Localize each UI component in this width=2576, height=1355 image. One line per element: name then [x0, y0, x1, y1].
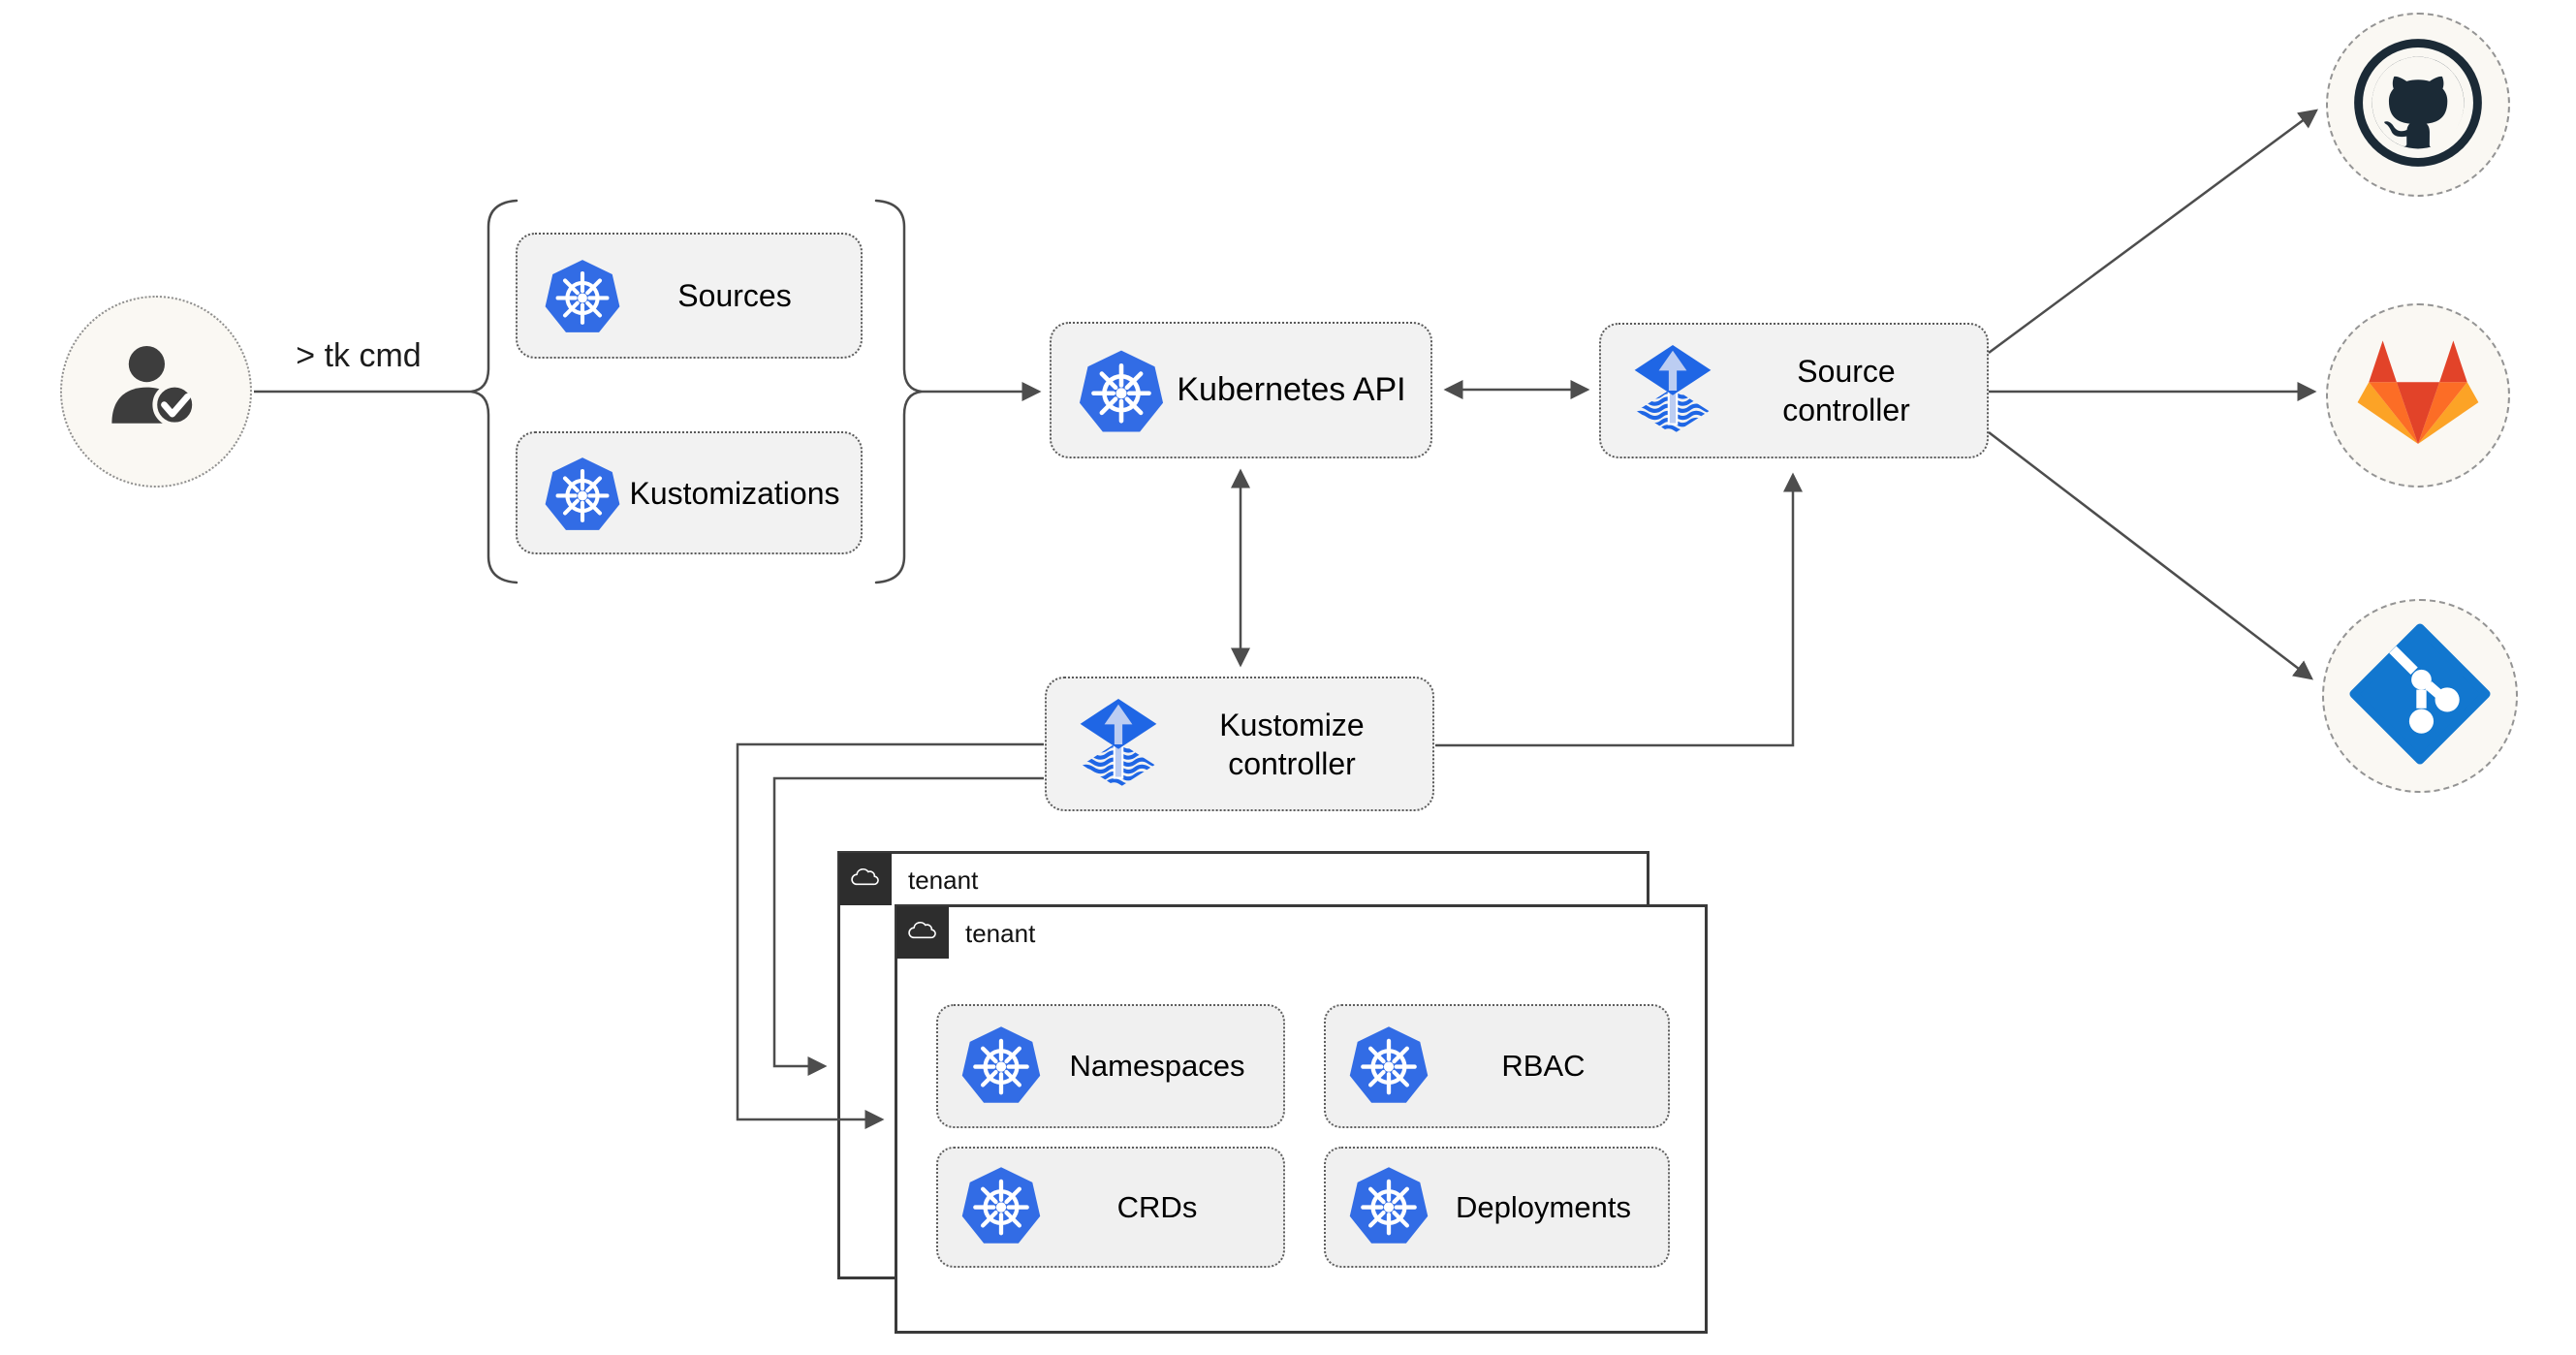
tenant-label: tenant [965, 919, 1036, 948]
node-label: Kustomize controller [1219, 707, 1365, 781]
provider-github [2326, 13, 2510, 197]
provider-gitlab [2326, 303, 2510, 488]
git-icon [2348, 622, 2492, 771]
tenant-label: tenant [908, 866, 979, 895]
left-brace [470, 199, 518, 584]
cloud-icon [905, 918, 940, 947]
gitlab-icon [2355, 335, 2481, 457]
node-sources: Sources [516, 233, 863, 359]
node-label: CRDs [1116, 1189, 1198, 1224]
node-label: Deployments [1456, 1189, 1631, 1224]
node-label: Kustomizations [629, 475, 840, 511]
node-kustomizations: Kustomizations [516, 431, 863, 554]
tenant-container-front: tenant Namespaces RBAC CRDs Deployments [895, 904, 1708, 1334]
kubernetes-icon [543, 454, 622, 533]
flux-icon [1626, 344, 1719, 437]
github-icon [2353, 38, 2483, 173]
node-namespaces: Namespaces [936, 1004, 1285, 1128]
kubernetes-icon [1077, 346, 1166, 435]
node-crds: CRDs [936, 1147, 1285, 1268]
node-source-controller: Source controller [1599, 323, 1989, 458]
node-kubernetes-api: Kubernetes API [1050, 322, 1432, 458]
node-label: Kubernetes API [1177, 371, 1406, 409]
node-deployments: Deployments [1324, 1147, 1670, 1268]
node-label: RBAC [1501, 1049, 1586, 1083]
node-label: Namespaces [1069, 1049, 1245, 1083]
provider-git [2322, 599, 2518, 793]
kubernetes-icon [1347, 1023, 1430, 1111]
tenant-tab [896, 906, 949, 959]
kubernetes-icon [959, 1023, 1043, 1111]
user-avatar [60, 296, 252, 488]
cli-command-label: > tk cmd [296, 337, 422, 374]
right-brace [874, 199, 923, 584]
node-kustomize-controller: Kustomize controller [1045, 677, 1434, 811]
user-check-icon [98, 331, 214, 453]
tenant-tab [839, 853, 892, 905]
kubernetes-icon [543, 256, 622, 335]
node-label: Sources [677, 278, 792, 313]
flux-icon [1072, 698, 1165, 791]
kubernetes-icon [959, 1163, 1043, 1251]
node-rbac: RBAC [1324, 1004, 1670, 1128]
cloud-icon [848, 865, 883, 894]
node-label: Source controller [1782, 354, 1910, 427]
kubernetes-icon [1347, 1163, 1430, 1251]
